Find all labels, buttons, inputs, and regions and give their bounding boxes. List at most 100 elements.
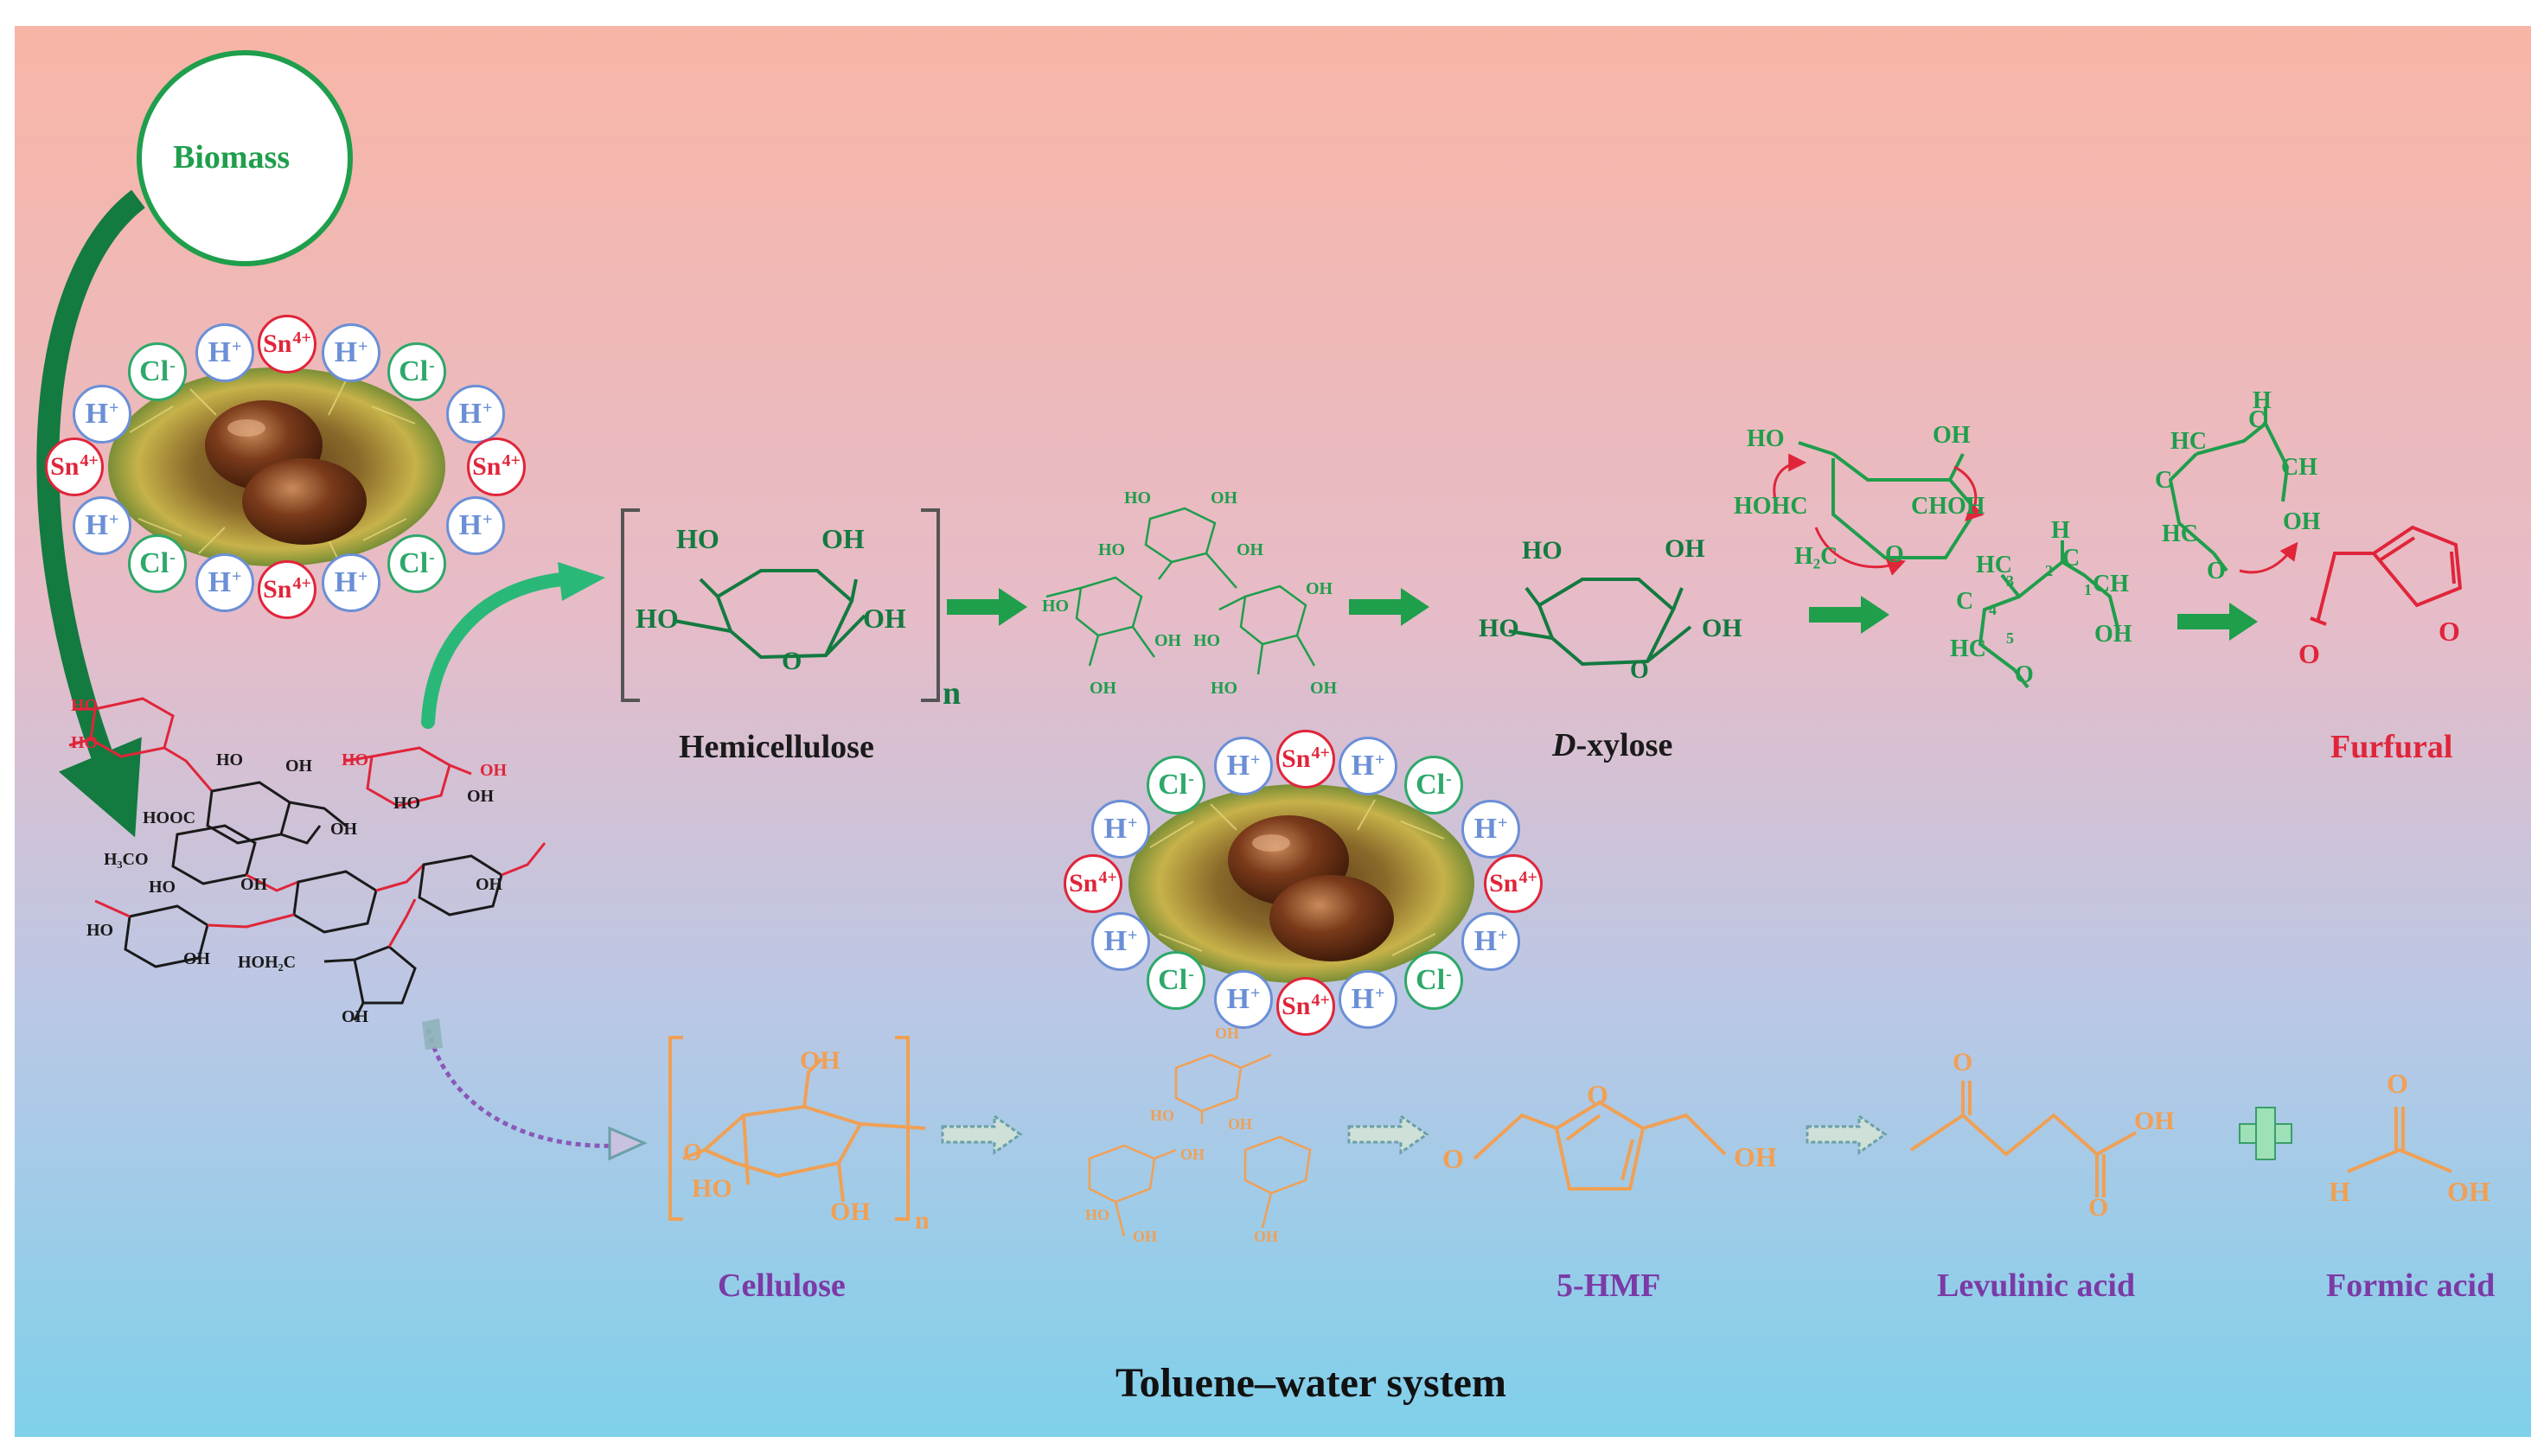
atom-ligno-ho-2: HO bbox=[71, 733, 99, 752]
atom-hmf-o-aldehyde: O bbox=[1442, 1143, 1464, 1174]
ion-cl-ring2-2: Cl- bbox=[1404, 756, 1463, 814]
atom-cello-ho-2: HO bbox=[1085, 1206, 1110, 1223]
formic-acid-label: Formic acid bbox=[2326, 1268, 2496, 1304]
atom-oligo-oh-1: OH bbox=[1211, 489, 1238, 508]
atom-chain-ch: CH bbox=[2093, 571, 2129, 597]
atom-cello-oh-4: OH bbox=[1133, 1228, 1158, 1245]
ion-cl-ring2-4: Cl- bbox=[1404, 951, 1463, 1010]
dashed-reaction-arrows bbox=[941, 1114, 1888, 1155]
atom-ligno-oh-5: OH bbox=[240, 875, 268, 894]
atom-ligno-oh-8: OH bbox=[342, 1007, 369, 1026]
atom-ligno-hooc: HOOC bbox=[143, 808, 196, 827]
background-panel bbox=[15, 26, 2531, 1437]
ion-h-ring1-6: H+ bbox=[446, 496, 505, 555]
atom-chain-oh: OH bbox=[2094, 621, 2132, 648]
ion-cl-ring1-1: Cl- bbox=[128, 342, 187, 401]
atom-cyclic-h: H bbox=[2253, 387, 2272, 414]
atom-hmf-o-ring: O bbox=[1587, 1079, 1608, 1110]
atom-cyclic-c: C bbox=[2248, 406, 2266, 433]
hmf-label: 5-HMF bbox=[1556, 1268, 1661, 1304]
atom-ligno-ho-7: HO bbox=[86, 921, 114, 940]
cyclic-intermediate-structure bbox=[2168, 406, 2298, 574]
atom-ligno-ho-1: HO bbox=[71, 696, 99, 715]
atom-ligno-oh-4: OH bbox=[330, 820, 358, 839]
atom-cellulose-oh-bottom: OH bbox=[830, 1197, 871, 1226]
ion-h-ring2-8: H+ bbox=[1339, 970, 1397, 1029]
atom-oligo-oh-4: OH bbox=[1306, 579, 1333, 598]
atom-open-hohc: HOHC bbox=[1734, 493, 1808, 520]
atom-cellulose-ho: HO bbox=[692, 1174, 732, 1203]
ion-h-ring2-2: H+ bbox=[1339, 737, 1397, 795]
structure-to-cellulose-arrowhead bbox=[608, 1126, 648, 1161]
atom-chain-c4: C bbox=[1956, 588, 1974, 615]
toluene-water-system-label: Toluene–water system bbox=[1115, 1360, 1506, 1406]
ion-h-ring2-1: H+ bbox=[1214, 737, 1273, 795]
atom-oligo-oh-3: OH bbox=[1154, 631, 1182, 650]
formic-acid-structure bbox=[2347, 1107, 2452, 1173]
atom-ligno-ho-6: HO bbox=[149, 878, 176, 897]
atom-furfural-o-ring: O bbox=[2439, 616, 2460, 647]
arrow-oligomer-to-xylose bbox=[1349, 588, 1429, 626]
hmf-structure bbox=[1473, 1100, 1727, 1191]
chestnut-image-top bbox=[108, 367, 445, 566]
atom-oligo-ho-4: HO bbox=[1193, 631, 1221, 650]
atom-chain-hc: HC bbox=[1976, 552, 2012, 578]
atom-open-h2c: H₂C bbox=[1794, 543, 1838, 570]
arrow-intermediate-to-furfural bbox=[2177, 603, 2258, 641]
xylose-rest: -xylose bbox=[1576, 727, 1673, 763]
atom-cellulose-oh-top: OH bbox=[800, 1046, 841, 1075]
atom-formic-oh: OH bbox=[2447, 1176, 2490, 1207]
arrow-hemicellulose-to-oligomer bbox=[947, 588, 1027, 626]
structure-to-hemicellulose-arrowhead bbox=[558, 562, 605, 601]
red-curved-arrow-bottom bbox=[1814, 527, 1906, 576]
atom-cyclic-oh: OH bbox=[2283, 508, 2321, 535]
arrow-hmf-to-levulinic bbox=[1806, 1114, 1888, 1155]
chestnut-image-middle bbox=[1128, 784, 1474, 983]
atom-ligno-oh-2: OH bbox=[480, 761, 508, 780]
ion-cl-ring1-4: Cl- bbox=[387, 534, 446, 593]
red-curved-arrow-right bbox=[1953, 465, 1985, 521]
atom-furfural-o-aldehyde: O bbox=[2298, 638, 2320, 669]
d-prefix: D bbox=[1552, 727, 1576, 763]
atom-levulinic-oh: OH bbox=[2134, 1107, 2175, 1135]
atom-oligo-ho-5: HO bbox=[1211, 679, 1238, 698]
carbon-number-4: 4 bbox=[1989, 601, 1997, 618]
biomass-to-structure-arrow bbox=[36, 189, 145, 838]
atom-hemi-ho-left: HO bbox=[636, 603, 679, 634]
oligosaccharide-structure bbox=[1045, 507, 1316, 675]
atom-ligno-oh-1: OH bbox=[285, 757, 313, 776]
furfural-structure bbox=[2310, 525, 2463, 626]
plus-sign bbox=[2239, 1107, 2292, 1160]
ion-h-ring1-3: H+ bbox=[73, 385, 131, 444]
ion-h-ring1-2: H+ bbox=[322, 323, 380, 382]
atom-xylose-ho-top: HO bbox=[1522, 536, 1563, 565]
biomass-label: Biomass bbox=[173, 139, 291, 176]
ion-cl-ring2-3: Cl- bbox=[1147, 951, 1205, 1010]
atom-chain-hc5: HC bbox=[1950, 635, 1986, 662]
atom-ligno-oh-3: OH bbox=[467, 787, 495, 806]
ion-cl-ring2-1: Cl- bbox=[1147, 756, 1205, 814]
arrow-cellulose-to-oligomer bbox=[941, 1114, 1023, 1155]
atom-cello-oh-5: OH bbox=[1254, 1228, 1279, 1245]
atom-xylose-oh-top: OH bbox=[1665, 534, 1705, 563]
atom-open-ho: HO bbox=[1747, 425, 1785, 452]
atom-cyclic-hc2: HC bbox=[2162, 520, 2198, 547]
atom-cello-ho-1: HO bbox=[1150, 1107, 1175, 1124]
atom-oligo-ho-1: HO bbox=[1124, 489, 1152, 508]
open-chain-structure bbox=[1978, 540, 2120, 689]
carbon-number-3: 3 bbox=[2006, 572, 2014, 590]
ion-h-ring2-4: H+ bbox=[1461, 800, 1520, 859]
atom-ligno-hoh2c: HOH₂C bbox=[238, 953, 297, 972]
atom-cello-oh-1: OH bbox=[1215, 1025, 1240, 1042]
atom-cyclic-o: O bbox=[2207, 558, 2226, 584]
atom-ligno-ho-5: HO bbox=[393, 794, 421, 813]
cellulose-subscript-n: n bbox=[915, 1206, 930, 1235]
atom-hmf-oh: OH bbox=[1734, 1141, 1777, 1172]
ion-h-ring1-7: H+ bbox=[195, 553, 254, 612]
structure-to-cellulose-arrow bbox=[425, 1028, 623, 1148]
